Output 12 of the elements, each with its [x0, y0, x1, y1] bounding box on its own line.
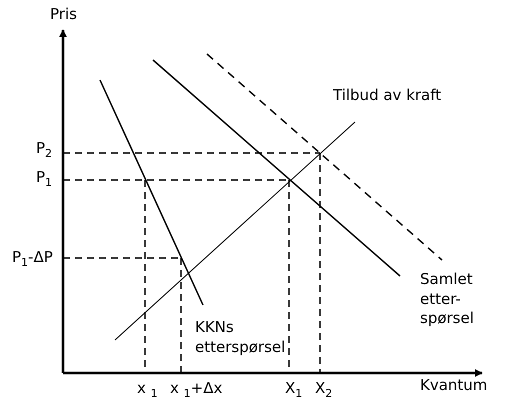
curve-label: Samlet etter-spørsel [420, 270, 475, 328]
axis-title: Pris [50, 6, 77, 22]
tick-label: X$_{2}$ [315, 380, 332, 400]
tick-label: P$_{2}$ [36, 140, 52, 160]
axis-title: Kvantum [420, 377, 488, 394]
tick-label: X$_{1}$ [285, 380, 302, 400]
curve-label: KKNs etterspørsel [195, 318, 286, 357]
tick-label: x $_{1}$ [137, 380, 158, 400]
curve-label: Tilbud av kraft [333, 87, 442, 104]
tick-label: P$_{1}$-ΔP [12, 249, 53, 270]
tick-label: x $_{1}$+Δx [170, 380, 222, 400]
tick-label: P$_{1}$ [36, 169, 52, 190]
